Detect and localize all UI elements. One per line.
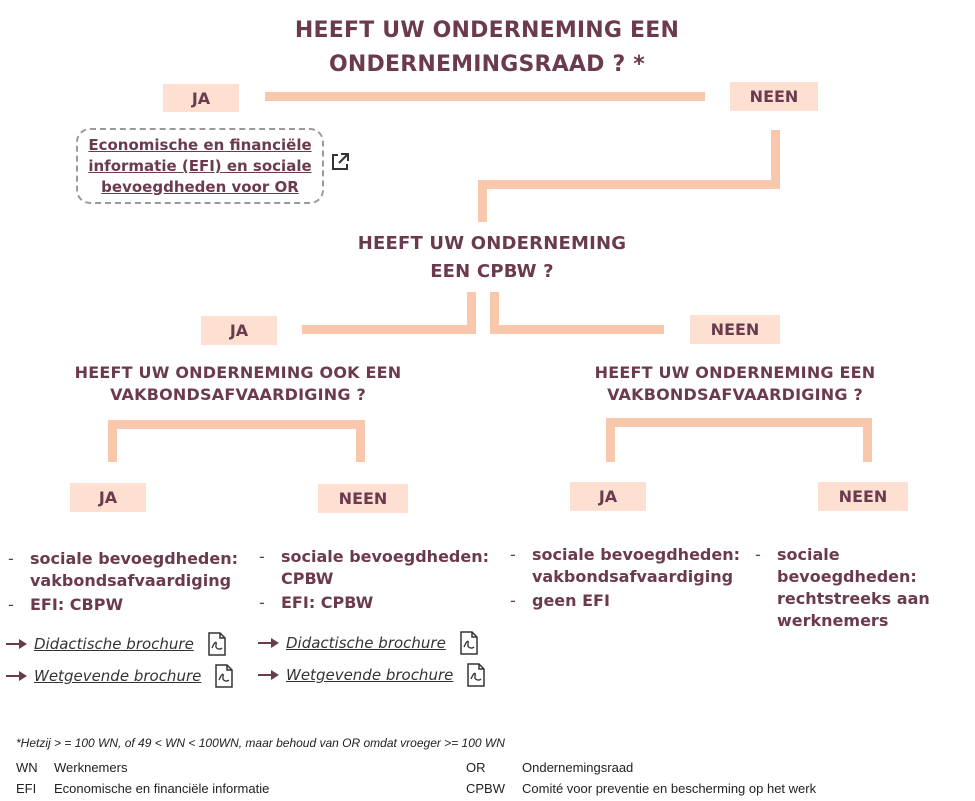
question-cpbw: HEEFT UW ONDERNEMING EEN CPBW ? xyxy=(357,233,627,282)
footnote: *Hetzij > = 100 WN, of 49 < WN < 100WN, … xyxy=(16,736,505,750)
connector-left-bracket-r xyxy=(356,420,365,462)
cpbw-no-label: NEEN xyxy=(690,315,780,344)
or-no-label: NEEN xyxy=(730,82,818,111)
legend-text-wn: Werknemers xyxy=(54,760,128,775)
connector-neen-down xyxy=(771,130,780,187)
brochure-legislative-col1[interactable]: Wetgevende brochure xyxy=(6,664,235,688)
legend-abbr-wn: WN xyxy=(16,760,38,775)
didactic-brochure-link[interactable]: Didactische brochure xyxy=(34,635,194,653)
legend-text-cpbw: Comité voor preventie en bescherming op … xyxy=(522,781,817,796)
list-item: - EFI: CPBW xyxy=(259,593,374,612)
connector-cpbw-right-across xyxy=(490,325,664,334)
didactic-brochure-link[interactable]: Didactische brochure xyxy=(286,634,446,652)
arrow-right-icon xyxy=(6,639,27,649)
list-item: - sociale bevoegdheden: CPBW xyxy=(259,547,490,588)
efi-or-link[interactable]: Economische en financiële informatie (EF… xyxy=(88,135,312,196)
question-or: HEEFT UW ONDERNEMING EEN ONDERNEMINGSRAA… xyxy=(294,18,680,77)
left-yes-label: JA xyxy=(70,483,146,512)
external-link-icon[interactable] xyxy=(330,152,350,172)
connector-right-bracket-top xyxy=(606,418,872,427)
brochure-legislative-col2[interactable]: Wetgevende brochure xyxy=(258,663,487,687)
legend-text-efi: Economische en financiële informatie xyxy=(54,781,270,796)
list-item: - sociale bevoegdheden: rechtstreeks aan… xyxy=(755,545,930,630)
outcome-col3: - sociale bevoegdheden: vakbondsafvaardi… xyxy=(510,544,740,614)
connector-right-bracket-l xyxy=(606,418,615,462)
connector-left-bracket-top xyxy=(108,420,365,429)
legislative-brochure-link[interactable]: Wetgevende brochure xyxy=(34,667,202,685)
outcome-col4: - sociale bevoegdheden: rechtstreeks aan… xyxy=(755,544,970,634)
legend-abbr-cpbw: CPBW xyxy=(466,781,505,796)
pdf-icon[interactable] xyxy=(465,663,487,687)
list-item: - sociale bevoegdheden: vakbondsafvaardi… xyxy=(510,545,741,586)
arrow-right-icon xyxy=(258,638,279,648)
legend-text-or: Ondernemingsraad xyxy=(522,760,634,775)
list-item: - EFI: CBPW xyxy=(8,595,124,614)
outcome-col2: - sociale bevoegdheden: CPBW - EFI: CPBW xyxy=(259,546,489,616)
legend-abbr-or: OR xyxy=(466,760,486,775)
arrow-right-icon xyxy=(258,670,279,680)
connector-cpbw-left-down xyxy=(467,292,476,334)
question-left-vakbond: HEEFT UW ONDERNEMING OOK EEN VAKBONDSAFV… xyxy=(74,363,402,404)
cpbw-yes-label: JA xyxy=(201,316,277,345)
efi-or-link-box[interactable]: Economische en financiële informatie (EF… xyxy=(76,128,324,204)
list-item: - sociale bevoegdheden: vakbondsafvaardi… xyxy=(8,549,239,590)
connector-left-bracket-l xyxy=(108,420,117,462)
connector-or-horizontal xyxy=(265,92,705,101)
pdf-icon[interactable] xyxy=(213,664,235,688)
connector-neen-across xyxy=(478,180,780,189)
legend-abbr-efi: EFI xyxy=(16,781,37,796)
connector-right-bracket-r xyxy=(863,418,872,462)
right-yes-label: JA xyxy=(570,482,646,511)
list-item: - geen EFI xyxy=(510,591,610,610)
brochure-didactic-col2[interactable]: Didactische brochure xyxy=(258,631,480,655)
outcome-col1: - sociale bevoegdheden: vakbondsafvaardi… xyxy=(8,548,238,618)
brochure-didactic-col1[interactable]: Didactische brochure xyxy=(6,632,228,656)
connector-cpbw-left-across xyxy=(302,325,476,334)
pdf-icon[interactable] xyxy=(206,632,228,656)
legislative-brochure-link[interactable]: Wetgevende brochure xyxy=(286,666,454,684)
arrow-right-icon xyxy=(6,671,27,681)
or-yes-label: JA xyxy=(163,84,239,112)
left-no-label: NEEN xyxy=(318,484,408,513)
question-right-vakbond: HEEFT UW ONDERNEMING EEN VAKBONDSAFVAARD… xyxy=(594,363,876,404)
right-no-label: NEEN xyxy=(818,482,908,511)
pdf-icon[interactable] xyxy=(458,631,480,655)
connector-neen-drop xyxy=(478,180,487,222)
connector-cpbw-right-down xyxy=(490,292,499,334)
